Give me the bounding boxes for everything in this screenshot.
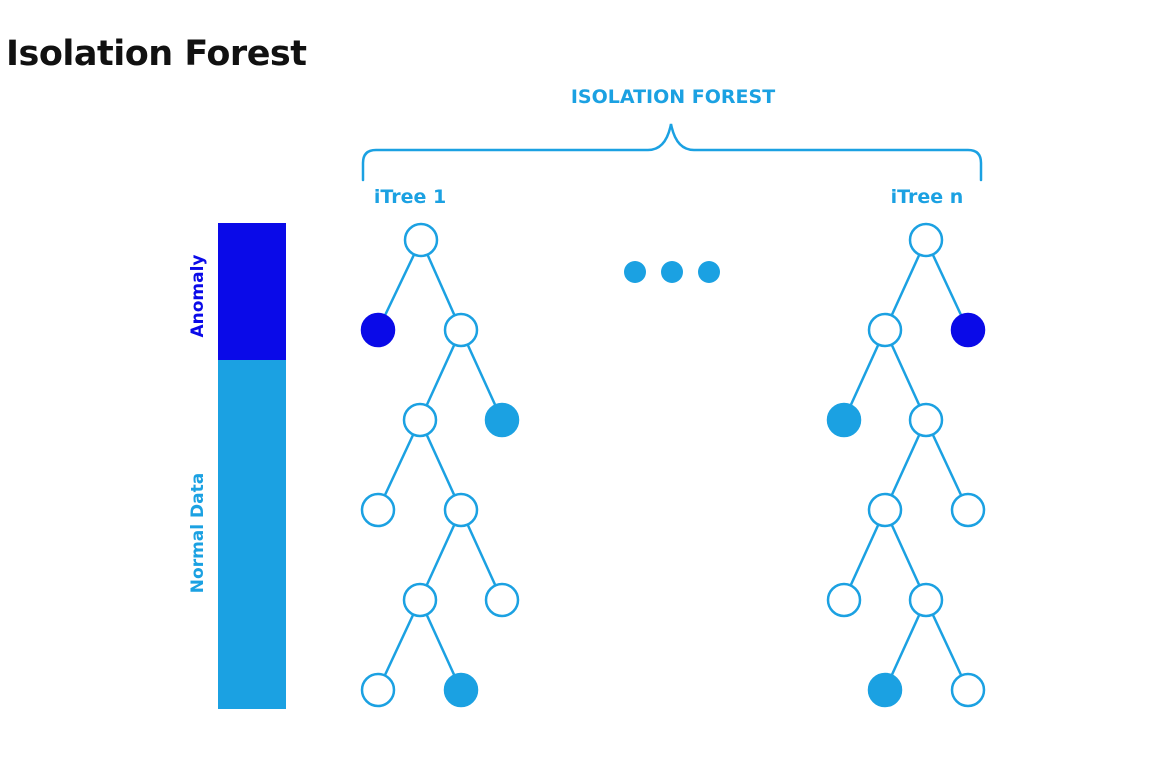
tree-n-internal-node [867, 492, 903, 528]
tree-1-label: iTree 1 [374, 186, 446, 208]
tree-1-nodes [360, 222, 520, 708]
ellipsis-dot [624, 261, 646, 283]
tree-1-edges [376, 239, 504, 691]
tree-n-nodes [826, 222, 986, 708]
tree-n-anomaly-node [950, 312, 986, 348]
tree-1-normal-node [443, 672, 479, 708]
tree-n-internal-node [908, 402, 944, 438]
ellipsis-dot [661, 261, 683, 283]
legend-normal-label: Normal Data [188, 473, 208, 593]
legend-normal-bar [218, 360, 286, 709]
tree-n-internal-node [826, 582, 862, 618]
tree-n-label: iTree n [891, 186, 964, 208]
tree-n-internal-node [950, 672, 986, 708]
tree-n-normal-node [867, 672, 903, 708]
tree-1-internal-node [360, 492, 396, 528]
tree-1-internal-node [402, 582, 438, 618]
tree-n-root-node [908, 222, 944, 258]
page-title: Isolation Forest [6, 34, 307, 74]
tree-1-anomaly-node [360, 312, 396, 348]
legend-anomaly-label: Anomaly [188, 254, 208, 337]
tree-1-internal-node [360, 672, 396, 708]
tree-1-normal-node [484, 402, 520, 438]
ellipsis-dot [698, 261, 720, 283]
tree-1-internal-node [443, 312, 479, 348]
forest-label: ISOLATION FOREST [571, 86, 775, 108]
tree-n-internal-node [867, 312, 903, 348]
tree-1-internal-node [402, 402, 438, 438]
forest-brace [361, 123, 983, 182]
tree-n-normal-node [826, 402, 862, 438]
tree-1-root-node [403, 222, 439, 258]
tree-1-internal-node [484, 582, 520, 618]
tree-n-internal-node [908, 582, 944, 618]
tree-n-internal-node [950, 492, 986, 528]
tree-n-edges [842, 239, 970, 691]
tree-1-internal-node [443, 492, 479, 528]
legend-anomaly-bar [218, 223, 286, 360]
